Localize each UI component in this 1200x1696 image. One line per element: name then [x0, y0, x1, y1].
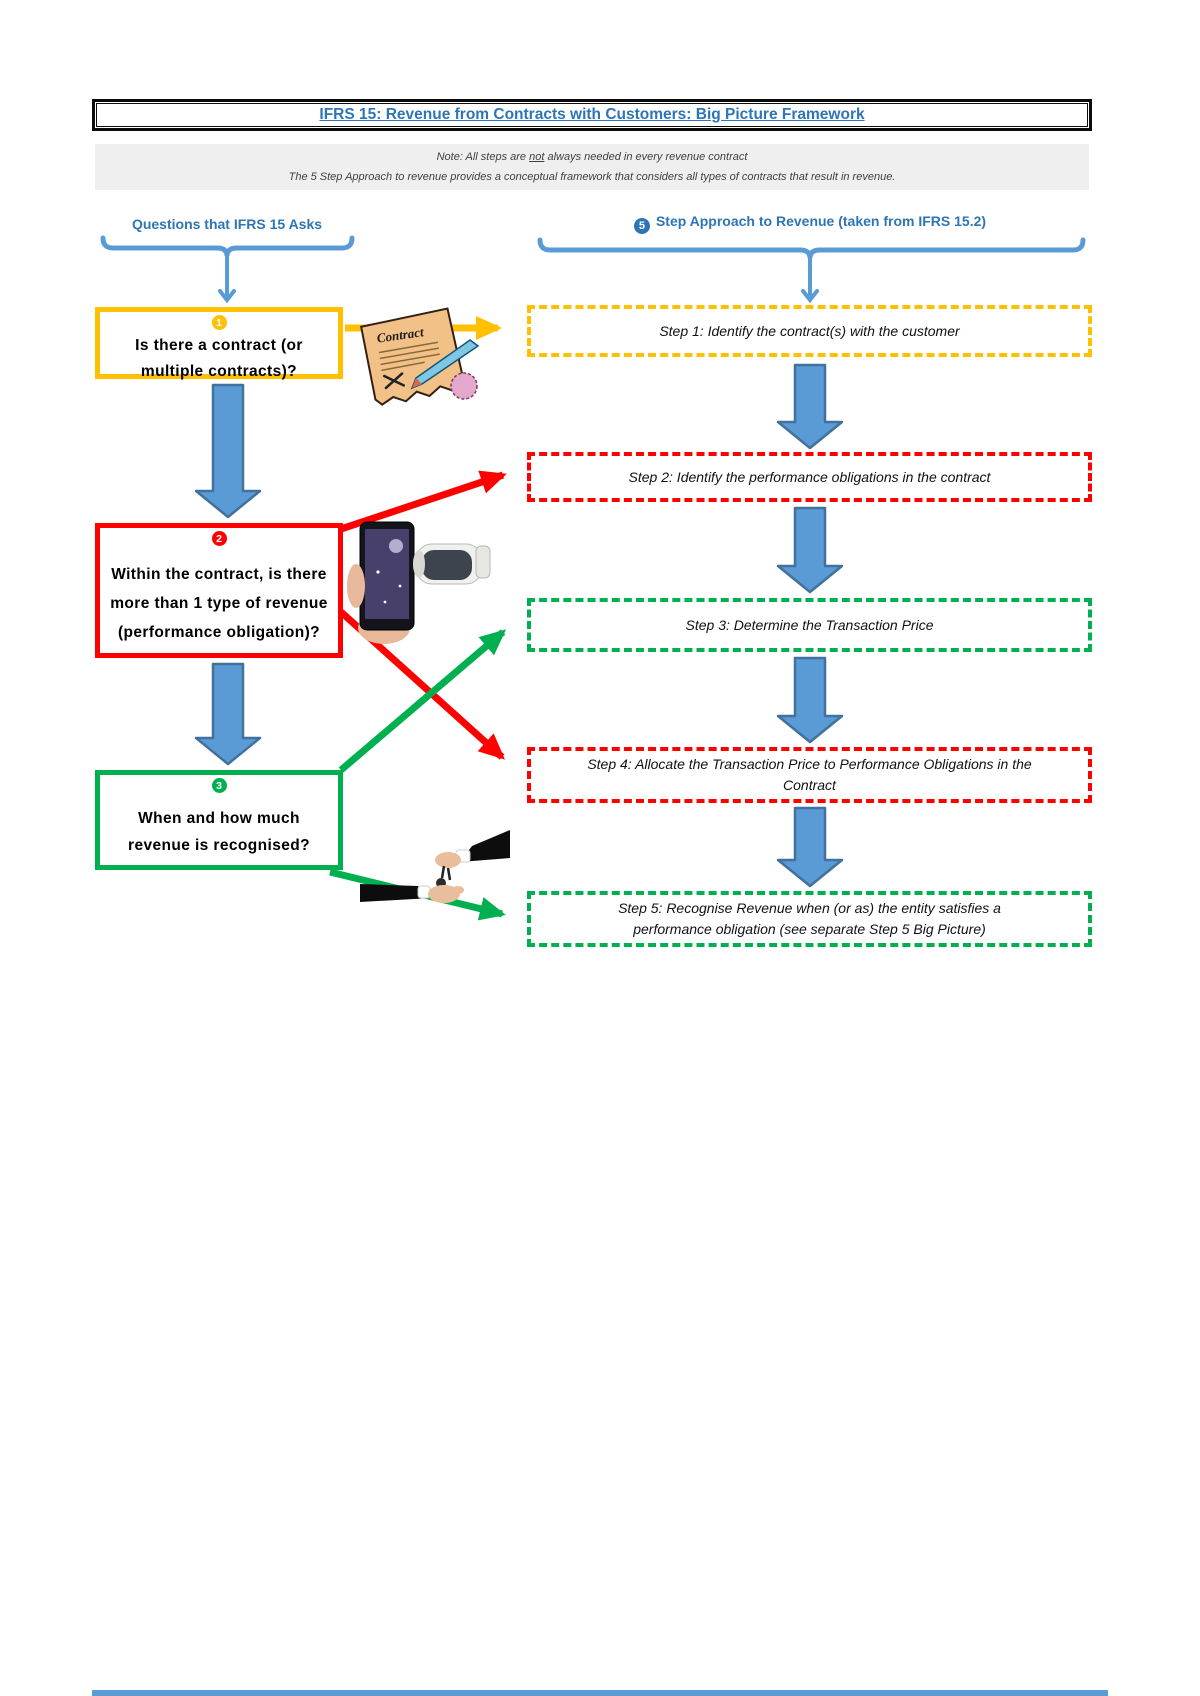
right-column-brace	[537, 237, 1086, 304]
question-3-line-1: When and how much	[138, 810, 300, 827]
key-handover-photo	[360, 830, 510, 903]
circled-2-badge: 2	[211, 531, 227, 546]
contract-clipart: Contract	[359, 307, 480, 406]
question-3-text: When and how much revenue is recognised?	[100, 805, 338, 859]
keys-icon	[436, 865, 452, 888]
question-3-line-2: revenue is recognised?	[128, 837, 310, 854]
page-title: IFRS 15: Revenue from Contracts with Cus…	[319, 106, 865, 123]
note-line-1: Note: All steps are not always needed in…	[95, 151, 1089, 163]
question-2-text: Within the contract, is there more than …	[100, 560, 338, 647]
step-5-box: Step 5: Recognise Revenue when (or as) t…	[527, 891, 1092, 947]
arrow-step2-step3	[776, 506, 844, 594]
note-line1-post: always needed in every revenue contract	[544, 151, 748, 163]
phone-vr-photo	[347, 521, 491, 644]
step-3-text: Step 3: Determine the Transaction Price	[685, 616, 934, 633]
contract-clipart-label: Contract	[376, 324, 425, 345]
step-4-box: Step 4: Allocate the Transaction Price t…	[527, 747, 1092, 803]
question-box-contract: 1 Is there a contract (or multiple contr…	[95, 307, 343, 380]
circled-5-badge: 5	[633, 218, 650, 234]
arrow-step1-step2	[776, 363, 844, 450]
note-line1-not: not	[529, 151, 545, 163]
step-4-text-line-2: Contract	[783, 777, 836, 793]
arrow-step4-step5	[776, 806, 844, 888]
connector-q2-step2	[339, 470, 507, 533]
step-4-text-line-1: Step 4: Allocate the Transaction Price t…	[587, 756, 1032, 772]
question-1-text: Is there a contract (or multiple contrac…	[100, 333, 338, 385]
question-box-performance-obligations: 2 Within the contract, is there more tha…	[95, 523, 343, 658]
circled-3-badge: 3	[211, 778, 227, 793]
left-column-brace	[100, 235, 355, 304]
question-2-line-2: more than 1 type of revenue	[110, 595, 328, 612]
arrow-q1-q2	[194, 383, 262, 519]
left-column-header: Questions that IFRS 15 Asks	[131, 216, 323, 232]
question-1-line-2: multiple contracts)?	[140, 363, 298, 380]
next-section-edge-bar	[92, 1690, 1108, 1696]
title-box: IFRS 15: Revenue from Contracts with Cus…	[92, 99, 1092, 131]
pen-icon	[410, 339, 480, 390]
right-column-header-label: Step Approach to Revenue (taken from IFR…	[655, 213, 987, 229]
circled-1-badge: 1	[211, 315, 227, 330]
right-column-header: 5 Step Approach to Revenue (taken from IF…	[510, 213, 1110, 234]
step-2-text: Step 2: Identify the performance obligat…	[628, 468, 991, 485]
step-5-text-line-1: Step 5: Recognise Revenue when (or as) t…	[618, 900, 1001, 916]
vr-headset	[413, 543, 491, 585]
note-line-2: The 5 Step Approach to revenue provides …	[288, 171, 896, 183]
arrow-step3-step4	[776, 656, 844, 744]
question-2-line-3: (performance obligation)?	[117, 624, 321, 641]
connector-q3-step3	[338, 629, 507, 773]
title-inner-frame: IFRS 15: Revenue from Contracts with Cus…	[96, 103, 1088, 127]
note-line1-pre: Note: All steps are	[436, 151, 530, 163]
step-3-box: Step 3: Determine the Transaction Price	[527, 598, 1092, 652]
step-1-text: Step 1: Identify the contract(s) with th…	[659, 322, 960, 339]
step-1-box: Step 1: Identify the contract(s) with th…	[527, 305, 1092, 357]
question-box-revenue-recognition: 3 When and how much revenue is recognise…	[95, 770, 343, 870]
seal-icon	[450, 372, 478, 400]
step-2-box: Step 2: Identify the performance obligat…	[527, 452, 1092, 502]
step-flow-arrows	[194, 363, 844, 888]
step-5-text-line-2: performance obligation (see separate Ste…	[633, 921, 986, 937]
question-1-line-1: Is there a contract (or	[135, 337, 303, 354]
note-band: Note: All steps are not always needed in…	[95, 144, 1089, 190]
question-2-line-1: Within the contract, is there	[111, 566, 327, 583]
arrow-q2-q3	[194, 662, 262, 766]
